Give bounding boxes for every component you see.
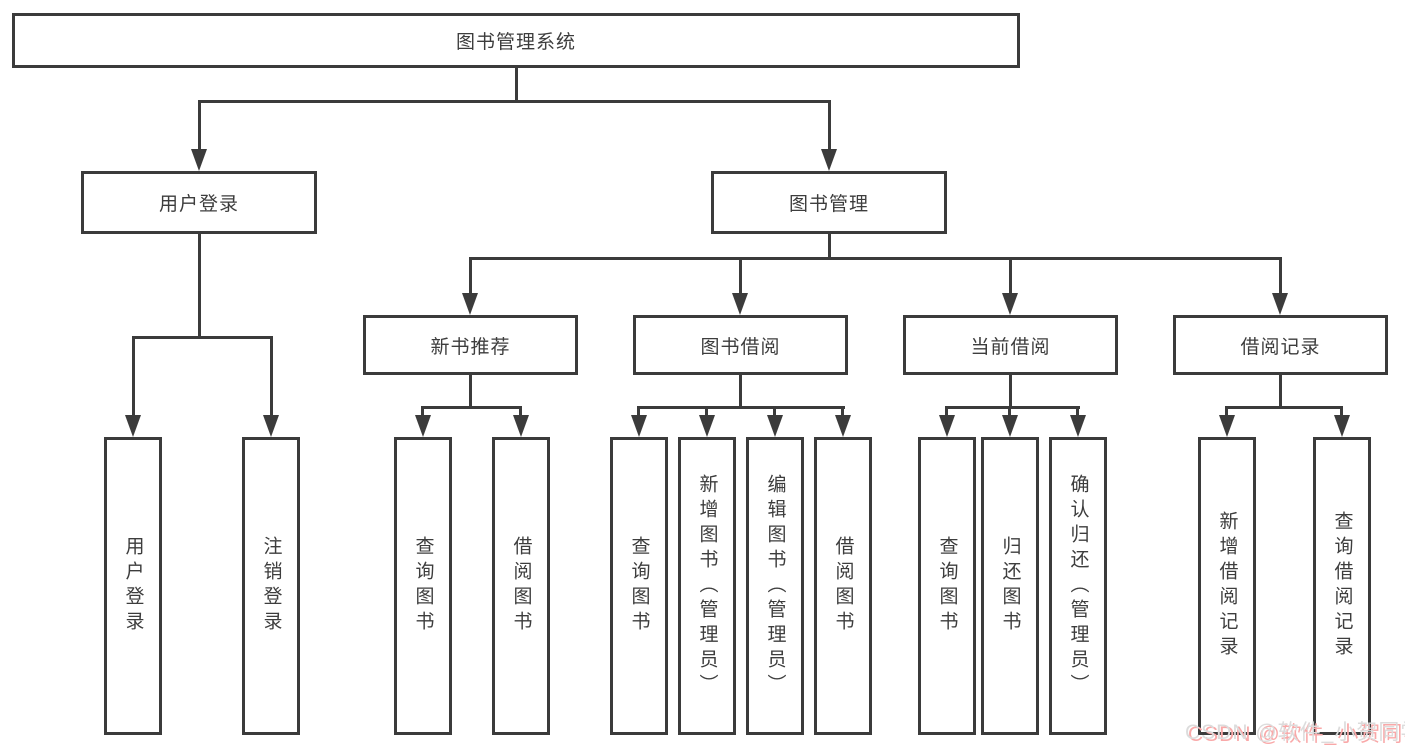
connector-line (945, 406, 948, 418)
arrow-down-icon (263, 415, 279, 437)
node-book-borrow: 图书借阅 (633, 315, 848, 375)
connector-line (515, 68, 518, 102)
connector-line (841, 406, 844, 418)
arrow-down-icon (699, 415, 715, 437)
arrow-down-icon (1219, 415, 1235, 437)
node-book-management: 图书管理 (711, 171, 947, 234)
arrow-down-icon (1002, 415, 1018, 437)
csdn-watermark: CSDN @软件_小贺同学 (1185, 721, 1405, 744)
arrow-down-icon (939, 415, 955, 437)
node-label: 查询借阅记录 (1331, 511, 1353, 661)
connector-line (469, 375, 472, 409)
connector-line (270, 336, 273, 416)
leaf-add-borrow-record: 新增借阅记录 (1198, 437, 1256, 735)
leaf-borrow-books-recommend: 借阅图书 (492, 437, 550, 735)
leaf-borrow-books: 借阅图书 (814, 437, 872, 735)
connector-line (421, 406, 424, 418)
leaf-logout: 注销登录 (242, 437, 300, 735)
node-label: 借阅图书 (510, 536, 532, 636)
node-label: 图书借阅 (700, 336, 781, 358)
connector-line (773, 406, 776, 418)
node-label: 用户登录 (122, 536, 144, 636)
connector-line (1009, 375, 1012, 409)
connector-line (519, 406, 522, 418)
arrow-down-icon (415, 415, 431, 437)
node-root-system: 图书管理系统 (12, 13, 1020, 68)
connector-line (828, 234, 831, 260)
connector-line (198, 100, 201, 151)
node-label: 当前借阅 (970, 336, 1051, 358)
node-label: 图书管理系统 (455, 32, 576, 53)
arrow-down-icon (767, 415, 783, 437)
node-new-book-recommend: 新书推荐 (363, 315, 578, 375)
arrow-down-icon (462, 293, 478, 315)
arrow-down-icon (125, 415, 141, 437)
connector-line (198, 100, 831, 103)
arrow-down-icon (1070, 415, 1086, 437)
leaf-add-books-admin: 新增图书（管理员） (678, 437, 736, 735)
node-label: 查询图书 (628, 536, 650, 636)
connector-line (828, 100, 831, 151)
node-label: 归还图书 (999, 536, 1021, 636)
arrow-down-icon (513, 415, 529, 437)
arrow-down-icon (821, 149, 837, 171)
leaf-query-books-borrow: 查询图书 (610, 437, 668, 735)
leaf-user-login: 用户登录 (104, 437, 162, 735)
connector-line (469, 257, 472, 295)
arrow-down-icon (1334, 415, 1350, 437)
connector-line (1279, 375, 1282, 409)
connector-line (1076, 406, 1079, 418)
connector-line (1225, 406, 1228, 418)
node-label: 新增借阅记录 (1216, 511, 1238, 661)
connector-line (705, 406, 708, 418)
node-label: 借阅记录 (1240, 336, 1321, 358)
arrow-down-icon (1002, 293, 1018, 315)
connector-line (1009, 257, 1012, 295)
node-label: 编辑图书（管理员） (764, 473, 786, 699)
node-label: 查询图书 (936, 536, 958, 636)
arrow-down-icon (732, 293, 748, 315)
arrow-down-icon (835, 415, 851, 437)
connector-line (945, 406, 1080, 409)
leaf-query-books-current: 查询图书 (918, 437, 976, 735)
node-label: 图书管理 (788, 194, 869, 215)
arrow-down-icon (191, 149, 207, 171)
connector-line (198, 234, 201, 338)
connector-line (469, 257, 1282, 260)
node-user-login: 用户登录 (81, 171, 317, 234)
connector-line (132, 336, 135, 416)
connector-line (739, 375, 742, 409)
node-borrow-records: 借阅记录 (1173, 315, 1388, 375)
leaf-query-books-recommend: 查询图书 (394, 437, 452, 735)
connector-line (637, 406, 640, 418)
leaf-query-borrow-record: 查询借阅记录 (1313, 437, 1371, 735)
node-label: 查询图书 (412, 536, 434, 636)
leaf-edit-books-admin: 编辑图书（管理员） (746, 437, 804, 735)
arrow-down-icon (631, 415, 647, 437)
connector-line (637, 406, 845, 409)
connector-line (1340, 406, 1343, 418)
connector-line (421, 406, 522, 409)
node-label: 新书推荐 (430, 336, 511, 358)
leaf-confirm-return-admin: 确认归还（管理员） (1049, 437, 1107, 735)
connector-line (1225, 406, 1343, 409)
node-label: 确认归还（管理员） (1067, 473, 1089, 699)
arrow-down-icon (1272, 293, 1288, 315)
node-label: 借阅图书 (832, 536, 854, 636)
connector-line (1279, 257, 1282, 295)
leaf-return-books: 归还图书 (981, 437, 1039, 735)
connector-line (739, 257, 742, 295)
node-label: 用户登录 (158, 194, 239, 215)
connector-line (1008, 406, 1011, 418)
node-current-borrow: 当前借阅 (903, 315, 1118, 375)
connector-line (132, 336, 273, 339)
node-label: 注销登录 (260, 536, 282, 636)
node-label: 新增图书（管理员） (696, 473, 718, 699)
